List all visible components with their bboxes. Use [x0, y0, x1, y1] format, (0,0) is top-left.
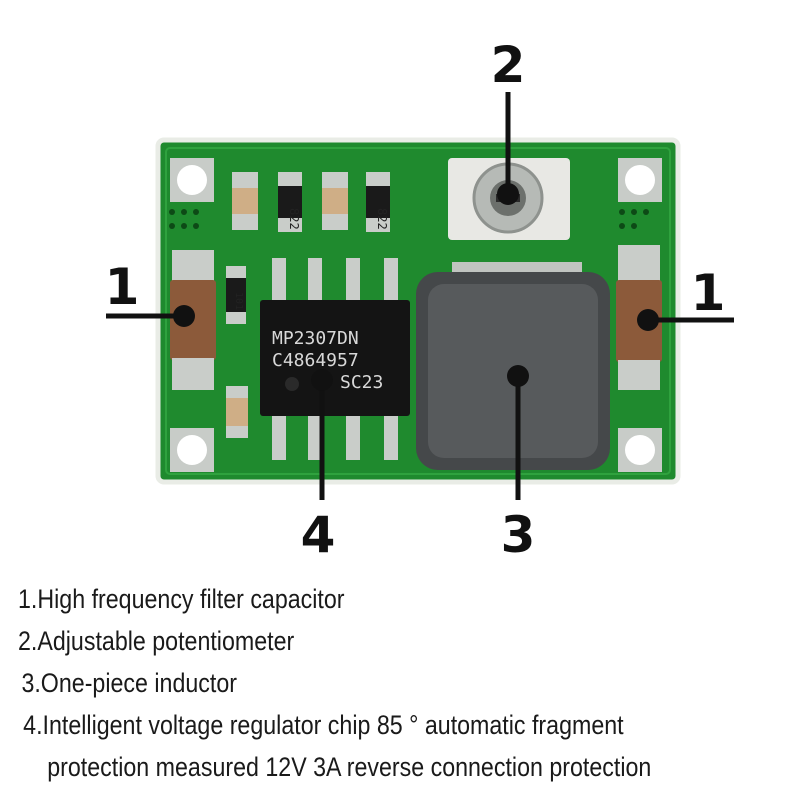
legend-item-2: 2.Adjustable potentiometer: [18, 626, 295, 656]
smd-diode: 101: [226, 266, 246, 324]
resistor-marking: 822: [287, 208, 301, 230]
inductor: [416, 262, 610, 470]
callout-label-1-left: 1: [105, 258, 140, 316]
smd-capacitor: [322, 172, 348, 230]
mounting-pad: [170, 428, 214, 472]
chip-marking-line2: C4864957: [272, 350, 359, 371]
mounting-pad: [170, 158, 214, 202]
smd-capacitor: [232, 172, 258, 230]
callout-dot: [507, 365, 529, 387]
chip-marking-line3: SC23: [340, 372, 383, 393]
mounting-pad: [618, 158, 662, 202]
diode-marking: 101: [233, 292, 244, 310]
callout-label-3: 3: [501, 506, 536, 560]
smd-capacitor: [226, 386, 248, 438]
chip-marking-line1: MP2307DN: [272, 328, 359, 349]
smd-resistor: 822: [366, 172, 390, 232]
legend-item-4: 4.Intelligent voltage regulator chip 85 …: [23, 710, 624, 740]
callout-label-1-right: 1: [691, 264, 726, 322]
legend-item-1: 1.High frequency filter capacitor: [18, 584, 345, 614]
legend-item-4-continued: protection measured 12V 3A reverse conne…: [47, 752, 652, 782]
callout-dot: [311, 369, 333, 391]
callout-label-4: 4: [301, 506, 336, 560]
resistor-marking: 822: [375, 208, 389, 230]
feature-legend: 1.High frequency filter capacitor 2.Adju…: [18, 578, 680, 788]
callout-dot: [173, 305, 195, 327]
product-photo: 822 822 101 MP2307DN C4864957 SC23: [105, 36, 734, 560]
smd-resistor: 822: [278, 172, 302, 232]
legend-item-3: 3.One-piece inductor: [21, 668, 238, 698]
callout-dot: [497, 183, 519, 205]
callout-dot: [637, 309, 659, 331]
regulator-chip: MP2307DN C4864957 SC23: [260, 258, 410, 460]
mounting-pad: [618, 428, 662, 472]
callout-label-2: 2: [491, 36, 526, 94]
